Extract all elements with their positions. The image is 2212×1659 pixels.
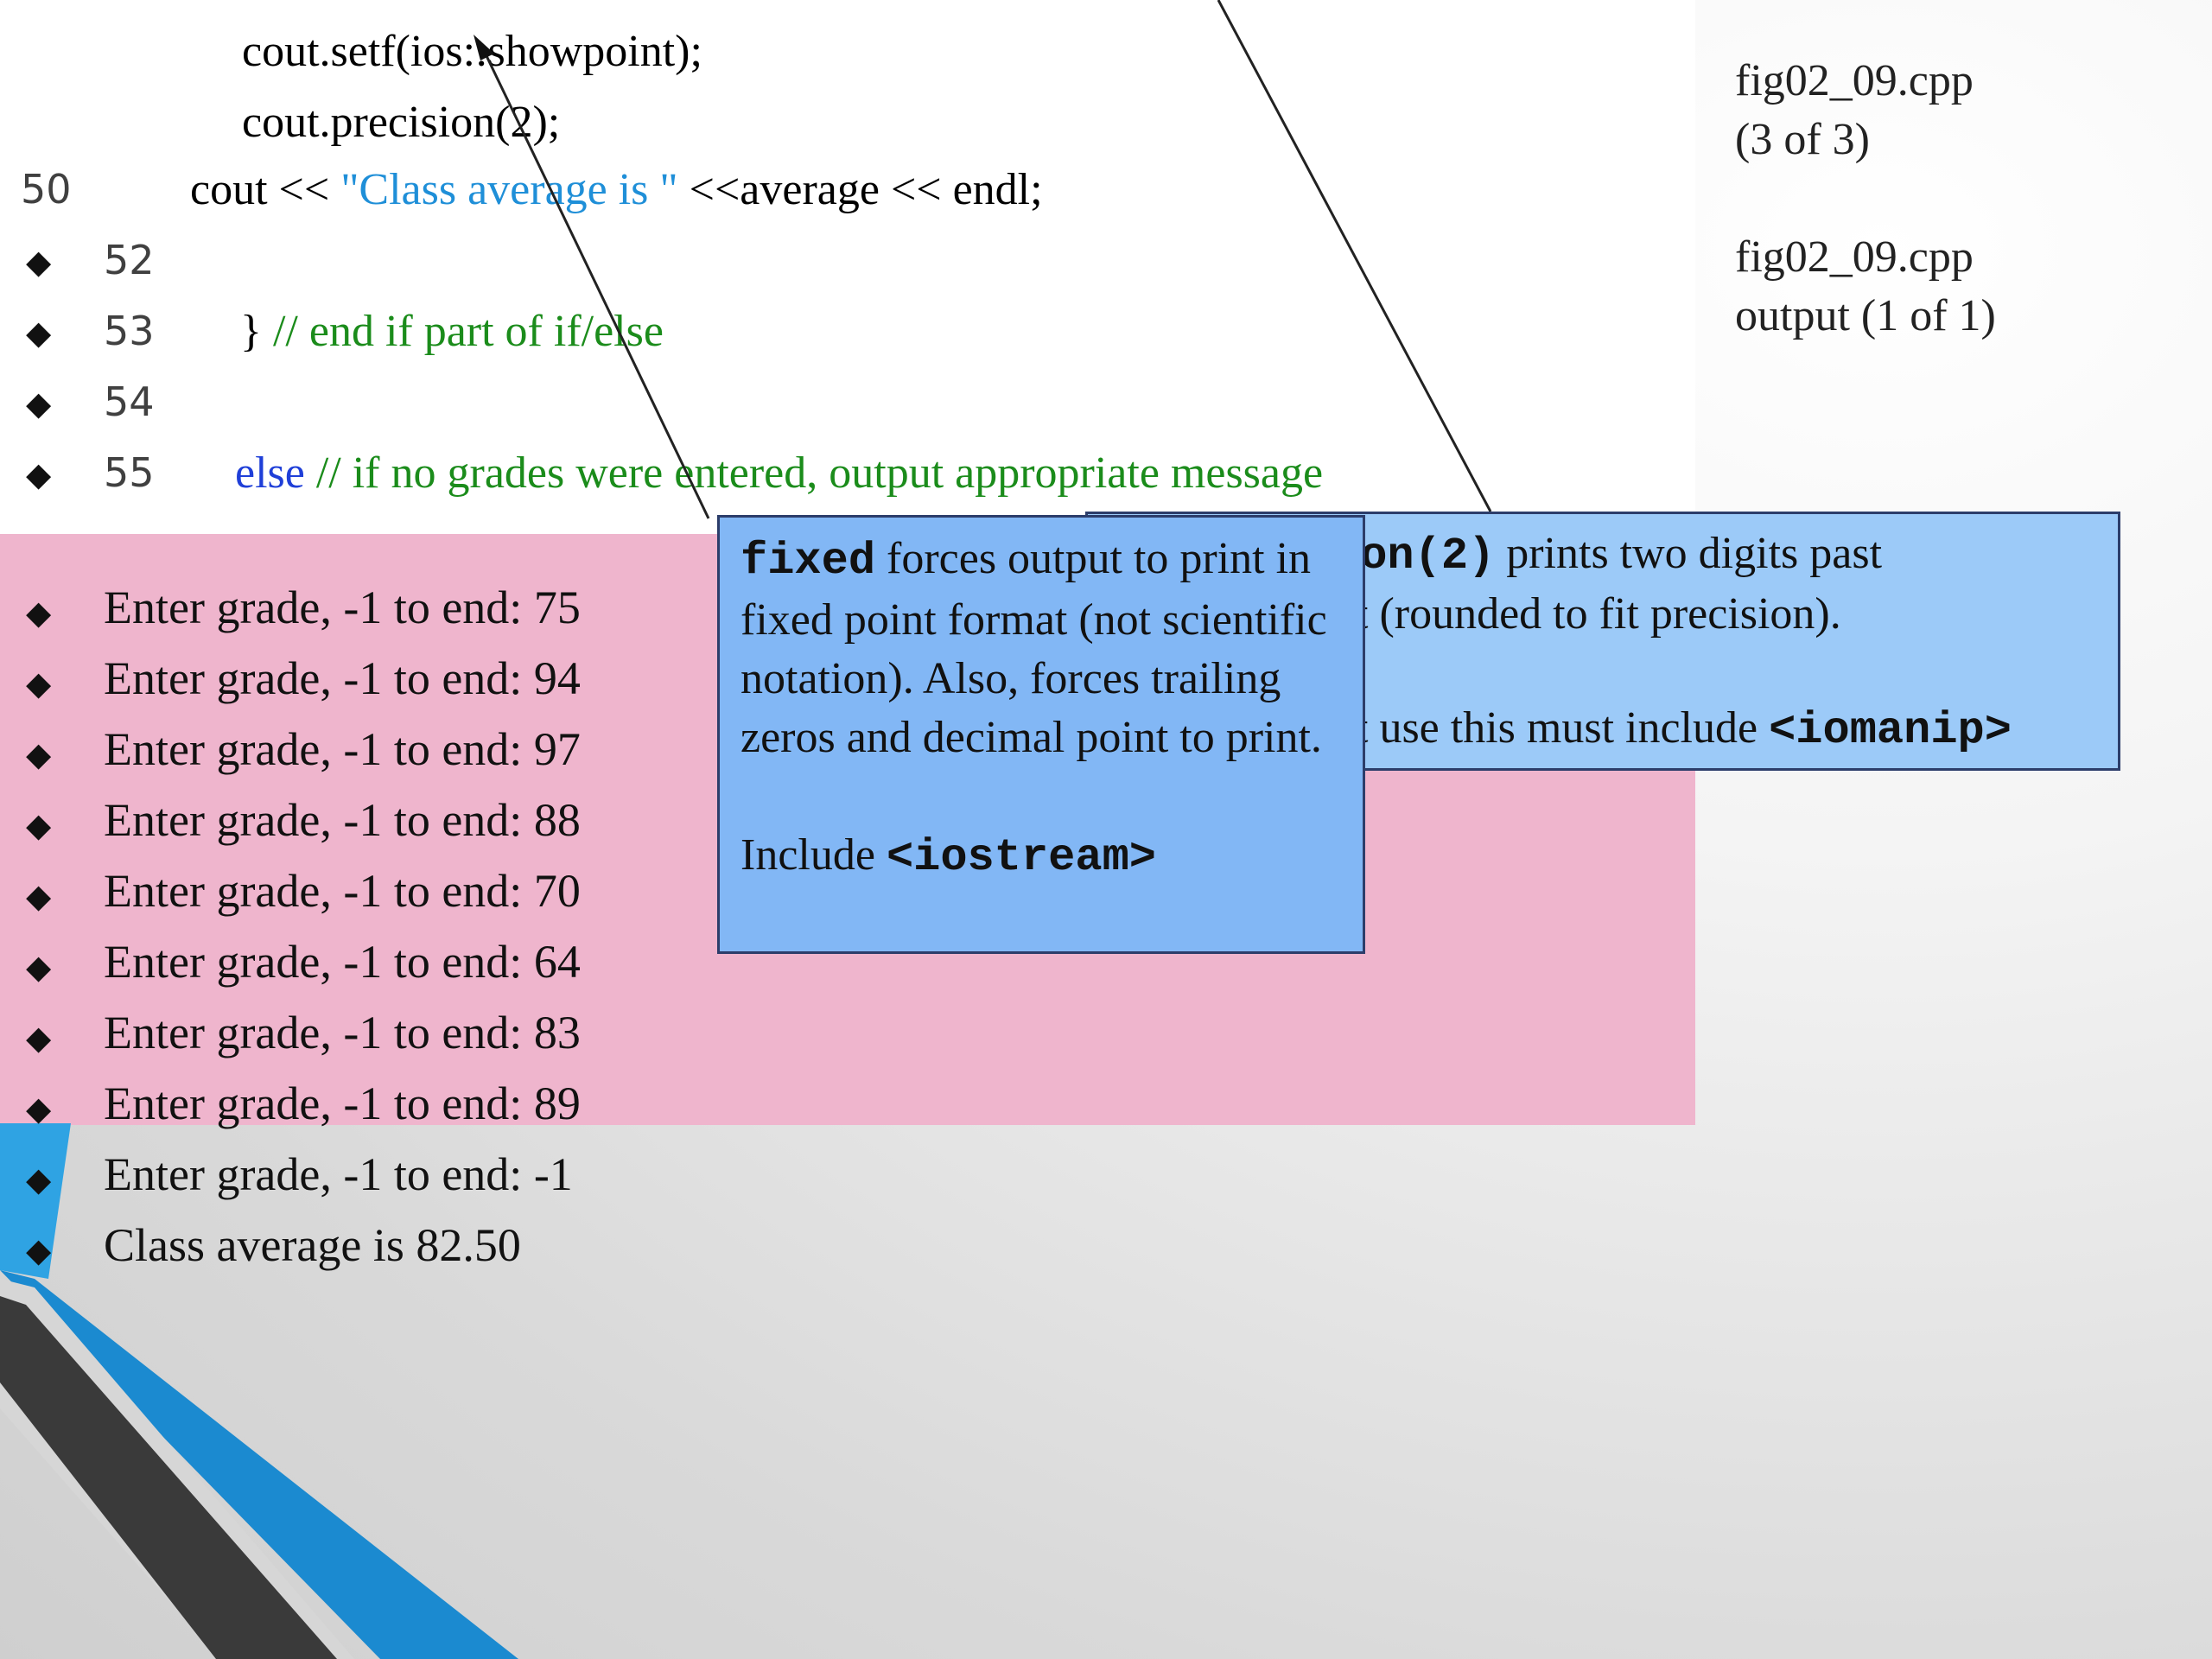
bullet-icon: ◆ <box>26 314 52 352</box>
line-number: 52 <box>104 237 155 283</box>
output-line: Enter grade, -1 to end: 70 <box>104 865 581 917</box>
bullet-icon: ◆ <box>26 877 52 915</box>
line-number: 50 <box>21 166 72 213</box>
code-line: else // if no grades were entered, outpu… <box>235 448 1324 498</box>
line-number: 55 <box>104 449 155 496</box>
bullet-icon: ◆ <box>26 1231 52 1269</box>
code-line: cout.precision(2); <box>242 98 561 147</box>
bullet-icon: ◆ <box>26 1090 52 1128</box>
bullet-icon: ◆ <box>26 243 52 281</box>
bullet-icon: ◆ <box>26 735 52 773</box>
bullet-icon: ◆ <box>26 1019 52 1057</box>
output-line: Class average is 82.50 <box>104 1219 521 1271</box>
fixed-callout: fixed forces output to print in fixed po… <box>717 515 1365 954</box>
output-line: Enter grade, -1 to end: 75 <box>104 582 581 633</box>
output-line: Enter grade, -1 to end: -1 <box>104 1148 573 1200</box>
output-line: Enter grade, -1 to end: 88 <box>104 794 581 846</box>
bullet-icon: ◆ <box>26 948 52 986</box>
output-line: Enter grade, -1 to end: 64 <box>104 936 581 988</box>
code-line: } // end if part of if/else <box>240 307 664 356</box>
file-label: fig02_09.cpp output (1 of 1) <box>1735 232 1996 340</box>
output-line: Enter grade, -1 to end: 97 <box>104 723 581 775</box>
code-line: cout << "Class average is " <<average <<… <box>190 165 1043 214</box>
bullet-icon: ◆ <box>26 594 52 632</box>
code-listing: cout.setf(ios::showpoint); cout.precisio… <box>0 0 1695 536</box>
output-line: Enter grade, -1 to end: 94 <box>104 652 581 704</box>
output-line: Enter grade, -1 to end: 89 <box>104 1077 581 1129</box>
output-line: Enter grade, -1 to end: 83 <box>104 1007 581 1058</box>
bullet-icon: ◆ <box>26 385 52 423</box>
line-number: 53 <box>104 308 155 354</box>
file-label: fig02_09.cpp (3 of 3) <box>1735 56 1974 164</box>
bullet-icon: ◆ <box>26 455 52 493</box>
line-number: 54 <box>104 378 155 425</box>
bullet-icon: ◆ <box>26 664 52 702</box>
bullet-icon: ◆ <box>26 1160 52 1198</box>
bullet-icon: ◆ <box>26 806 52 844</box>
code-line: cout.setf(ios::showpoint); <box>242 27 702 76</box>
